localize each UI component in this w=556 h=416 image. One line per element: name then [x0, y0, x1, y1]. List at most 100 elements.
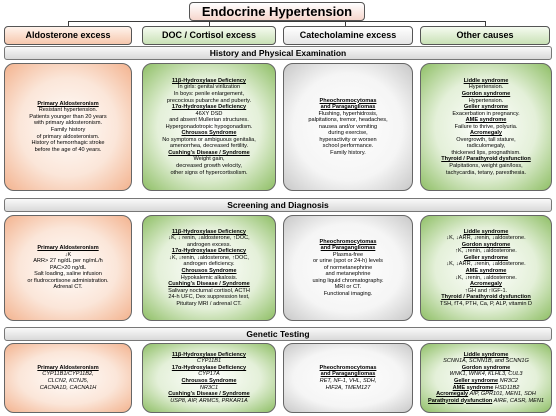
finding-label: Family history. — [330, 149, 366, 156]
finding-label: Salivary nocturnal cortisol, ACTH — [168, 287, 250, 294]
finding-label: WNK1, WNK4, KLHL3, CUL3 — [449, 371, 523, 378]
column-header-doc-cortisol: DOC / Cortisol excess — [142, 26, 276, 45]
condition-heading-label: Acromegaly — [469, 130, 503, 137]
condition-heading: and Paragangliomas — [287, 245, 409, 252]
condition-heading-label: Pheochromocytomas — [319, 97, 377, 104]
finding-text: androgen excess. — [146, 242, 272, 249]
finding-text: Family history. — [287, 150, 409, 157]
finding-text: or fludrocortisone administration. — [8, 278, 128, 285]
condition-heading-label: 11β-Hydroxylase Deficiency — [172, 77, 246, 84]
finding-label: SCNN1A, SCNN1B, and SCNN1G — [443, 358, 529, 365]
finding-text: Salivary nocturnal cortisol, ACTH — [146, 288, 272, 295]
finding-label: radiculomegaly, — [466, 143, 506, 150]
finding-label: ↓K — [64, 251, 72, 258]
finding-label: Hypertension. — [468, 84, 504, 91]
condition-heading: 11β-Hydroxylase Deficiency — [146, 78, 272, 85]
condition-heading: Primary Aldosteronism — [8, 101, 128, 108]
condition-heading-label: 17α-Hydroxylase Deficiency — [171, 104, 247, 111]
finding-text: Flushing, hyperhidrosis, — [287, 111, 409, 118]
finding-label: androgen deficiency. — [183, 261, 235, 268]
condition-heading: Acromegaly AIP, GPR101, MEN1, SDH — [424, 391, 548, 398]
condition-heading-label: and Paragangliomas — [320, 371, 376, 378]
condition-heading-label: Gordon syndrome — [461, 241, 511, 248]
finding-text: In boys: penile enlargement, — [146, 91, 272, 98]
gene-list: NR3C2 — [498, 378, 519, 384]
section-genetic: Genetic Testing — [4, 327, 552, 341]
finding-text: with primary aldosteronism. — [8, 120, 128, 127]
finding-label: ↓K, ↓renin, ↓aldosterone, ↑DOC, — [169, 254, 249, 261]
finding-text: ↓K, ↓ARR, ↓renin, ↓aldosterone. — [424, 261, 548, 268]
section-history: History and Physical Examination — [4, 46, 552, 60]
finding-text: TSH, fT4, PTH, Ca, P, ALP, vitamin D — [424, 301, 548, 308]
condition-heading-label: 11β-Hydroxylase Deficiency — [172, 228, 246, 235]
finding-label: school performance. — [322, 143, 374, 150]
finding-label: Functional imaging. — [323, 290, 373, 297]
finding-text: Weight gain, — [146, 156, 272, 163]
finding-label: HIF2A, TMEM127 — [325, 384, 371, 391]
condition-heading: Thyroid / Parathyroid dysfunction — [424, 294, 548, 301]
condition-heading: Liddle syndrome — [424, 78, 548, 85]
finding-text: USP8, AIP, ARMC5, PRKAR1A — [146, 398, 272, 405]
condition-heading-label: Liddle syndrome — [463, 351, 509, 358]
condition-heading: Parathyroid dysfunction AIRE, CASR, MEN1 — [424, 398, 548, 405]
finding-label: No symptoms or ambiguous genitalia, — [162, 136, 256, 143]
finding-text: NR3C1 — [146, 385, 272, 392]
condition-heading: Gordon syndrome — [424, 91, 548, 98]
finding-text: ↓K, ↓ renin, ↓aldosterone, ↑DOC, — [146, 235, 272, 242]
finding-text: SCNN1A, SCNN1B, and SCNN1G — [424, 358, 548, 365]
finding-text: thickened lips, prognathism. — [424, 150, 548, 157]
connector-line — [209, 21, 210, 26]
finding-label: with primary aldosteronism. — [33, 120, 103, 127]
finding-label: of primary aldosteronism. — [36, 133, 100, 140]
condition-heading: 11β-Hydroxylase Deficiency — [146, 229, 272, 236]
column-header-other: Other causes — [420, 26, 550, 45]
finding-text: Resistant hypertension. — [8, 107, 128, 114]
condition-heading-label: Geller syndrome — [453, 378, 499, 384]
finding-text: palpitations, tremor, headaches, — [287, 117, 409, 124]
finding-label: or urine (spot or 24-h) levels — [313, 258, 383, 265]
finding-label: Overgrowth, tall stature, — [456, 136, 516, 143]
finding-label: Pituitary MRI / adrenal CT. — [176, 300, 242, 307]
finding-label: 24-h UFC, Dex suppression test, — [168, 294, 250, 301]
finding-label: Hypokalemic alkalosis. — [180, 274, 238, 281]
finding-text: during exercise, — [287, 130, 409, 137]
finding-label: ↑K, ↓renin, ↓aldosterone. — [455, 248, 517, 255]
connector-line — [345, 21, 346, 26]
finding-label: NR3C1 — [199, 384, 219, 391]
finding-text: ↓K — [8, 252, 128, 259]
finding-label: Patients younger than 20 years — [29, 113, 107, 120]
condition-heading: Cushing's Disease / Syndrome — [146, 391, 272, 398]
condition-heading: Cushing's Disease / Syndrome — [146, 281, 272, 288]
finding-text: CYP11B1 — [146, 358, 272, 365]
condition-heading-label: Chrousos Syndrome — [181, 378, 237, 384]
finding-text: ↓K, ↓renin, ↓aldosterone. — [424, 275, 548, 282]
finding-label: Palpitations, weight gain/loss, — [449, 163, 523, 169]
column-header-catecholamine: Catecholamine excess — [283, 26, 413, 45]
condition-heading: Chrousos Syndrome — [146, 268, 272, 275]
condition-heading-label: 11β-Hydroxylase Deficiency — [172, 351, 246, 358]
finding-text: radiculomegaly, — [424, 143, 548, 150]
condition-heading: Gordon syndrome — [424, 365, 548, 372]
finding-label: ↑GH and ↑IGF-1. — [464, 287, 508, 294]
finding-label: ↓K, ↓ARR, ↓renin, ↓aldosterone. — [446, 235, 526, 242]
finding-label: ↓K, ↓ARR, ↓renin, ↓aldosterone. — [446, 261, 526, 268]
condition-heading: Chrousos Syndrome — [146, 378, 272, 385]
finding-text: and absent Mullerian structures. — [146, 117, 272, 124]
connector-line — [68, 21, 69, 26]
condition-heading: Pheochromocytomas — [287, 365, 409, 372]
finding-text: Family history — [8, 127, 128, 134]
condition-heading-label: Gordon syndrome — [461, 364, 511, 371]
condition-heading: and Paragangliomas — [287, 104, 409, 111]
finding-label: RET, NF-1, VHL, SDH, — [319, 378, 377, 384]
condition-heading-label: Geller syndrome — [463, 254, 509, 261]
finding-label: palpitations, tremor, headaches, — [308, 117, 388, 124]
condition-heading: AME syndrome — [424, 117, 548, 124]
screening-doc-cortisol-box: 11β-Hydroxylase Deficiency↓K, ↓ renin, ↓… — [142, 215, 276, 321]
condition-heading-label: Chrousos Syndrome — [181, 268, 237, 274]
condition-heading-label: Cushing's Disease / Syndrome — [168, 149, 250, 156]
finding-text: In girls: genital virilization — [146, 84, 272, 91]
condition-heading: Cushing's Disease / Syndrome — [146, 150, 272, 157]
condition-heading: 17α-Hydroxylase Deficiency — [146, 248, 272, 255]
